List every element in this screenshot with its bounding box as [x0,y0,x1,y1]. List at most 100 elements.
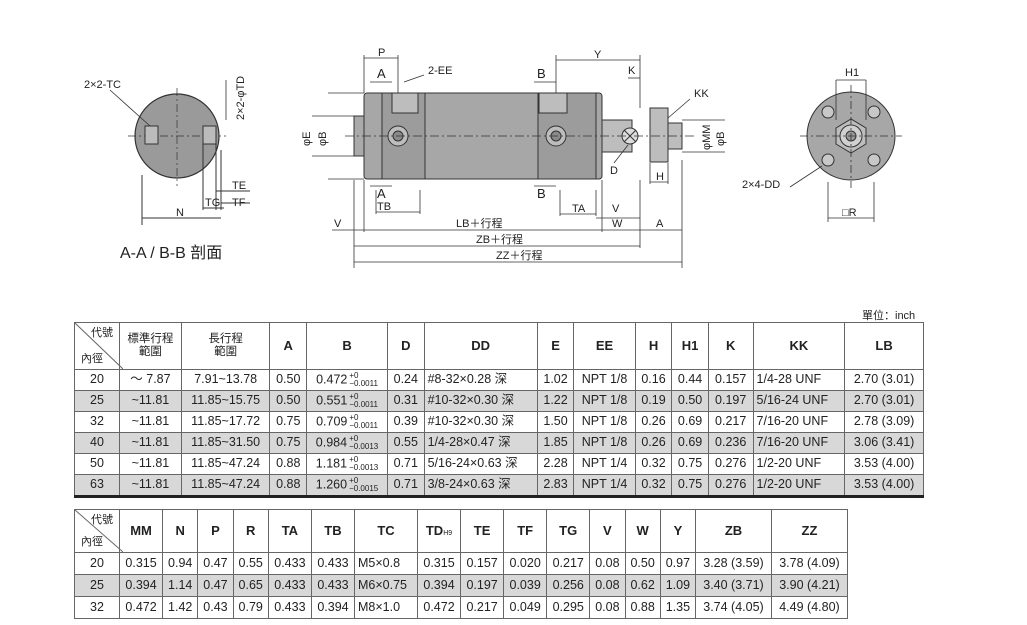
label-phi-b: φB [317,132,329,146]
cell-std: ~11.81 [119,432,182,454]
th-v: V [589,509,626,553]
table2-corner: 代號 內徑 [74,509,123,553]
cell-te: 0.157 [460,552,505,575]
label-ee: 2-EE [428,65,452,77]
cell-y: 1.35 [659,596,697,619]
b-tolerance: +0−0.0011 [349,392,378,409]
cell-h1: 0.69 [671,432,709,454]
cell-ee: NPT 1/4 [573,474,636,498]
label-a-top: A [377,66,386,81]
cell-bore: 20 [74,552,120,575]
cell-b: 0.709+0−0.0011 [306,411,389,433]
cell-b: 0.551+0−0.0011 [306,390,389,412]
th-w: W [624,509,661,553]
cell-n: 0.94 [162,552,199,575]
label-a-bot: A [377,186,386,201]
label-kk: KK [694,88,709,100]
cell-dd: 1/4-28×0.47 深 [423,432,538,454]
th-h1: H1 [671,322,709,370]
th-tg: TG [546,509,591,553]
th-n: N [162,509,199,553]
cell-h: 0.26 [634,432,673,454]
b-tolerance: +0−0.0011 [349,413,378,430]
b-value: 0.709 [316,414,348,429]
label-k: K [628,65,636,77]
cell-a: 0.75 [269,432,308,454]
cell-zz: 3.90 (4.21) [770,574,849,597]
cell-ee: NPT 1/4 [573,453,636,475]
b-tolerance: +0−0.0013 [349,434,379,451]
cell-mm: 0.472 [118,596,164,619]
cell-long: 11.85~47.24 [180,474,271,498]
cell-k: 0.276 [707,453,754,475]
cell-lb: 2.70 (3.01) [844,369,924,391]
cell-tg: 0.295 [546,596,591,619]
cell-std: ～ 7.87 [119,369,182,391]
label-y: Y [594,49,602,61]
cell-td: 0.472 [416,596,462,619]
cell-tb: 0.433 [310,574,355,597]
b-value: 0.472 [316,372,348,387]
cell-bore: 25 [74,574,120,597]
cell-long: 11.85~31.50 [180,432,271,454]
side-view [312,55,725,268]
cell-e: 1.50 [536,411,575,433]
cell-bore: 32 [74,411,120,433]
table1-corner: 代號 內徑 [74,322,123,370]
b-value: 1.260 [315,477,348,492]
cell-e: 2.28 [536,453,575,475]
cell-tf: 0.020 [503,552,548,575]
cell-dd: #10-32×0.30 深 [423,411,538,433]
cell-h1: 0.75 [671,453,709,475]
cell-k: 0.217 [707,411,754,433]
cell-n: 1.42 [162,596,199,619]
cell-b: 0.984+0−0.0013 [306,432,389,454]
cell-b: 1.181+0−0.0013 [306,453,389,475]
label-v-left: V [334,218,342,230]
cell-bore: 50 [74,453,120,475]
th-dd: DD [423,322,538,370]
cell-e: 1.22 [536,390,575,412]
cell-long: 11.85~17.72 [180,411,271,433]
th-lb: LB [844,322,924,370]
label-tf: TF [232,197,246,209]
cell-te: 0.217 [460,596,505,619]
label-phi-e: φE [301,132,313,146]
th-tf: TF [503,509,548,553]
th-td: TDH9 [416,509,462,553]
dimension-table-1: 代號 內徑 標準行程 範圍 長行程 範圍 A B D DD E EE H H1 … [74,322,924,498]
label-v-top: V [612,203,620,215]
cell-k: 0.236 [707,432,754,454]
cell-h1: 0.75 [671,474,709,498]
label-p: P [378,47,385,59]
label-dd: 2×4-DD [742,179,780,191]
cell-a: 0.50 [269,369,308,391]
label-h: H [656,171,664,183]
label-b-top: B [537,66,546,81]
th-ta: TA [267,509,312,553]
cell-d: 0.71 [387,474,425,498]
cell-h: 0.16 [634,369,673,391]
th-zz: ZZ [770,509,849,553]
cell-h1: 0.44 [671,369,709,391]
cell-v: 0.08 [589,574,626,597]
cell-std: ~11.81 [119,453,182,475]
b-tolerance: +0−0.0013 [349,455,379,472]
cell-zz: 3.78 (4.09) [770,552,849,575]
unit-label: 單位：inch [862,310,916,322]
cell-a: 0.75 [269,411,308,433]
cell-b: 1.260+0−0.0015 [306,474,389,498]
cell-p: 0.43 [197,596,234,619]
cell-w: 0.50 [624,552,661,575]
label-tg: TG [205,197,220,209]
cell-p: 0.47 [197,552,234,575]
cell-ta: 0.433 [267,596,312,619]
th-y: Y [659,509,697,553]
th-te: TE [460,509,505,553]
cell-ta: 0.433 [267,574,312,597]
cell-mm: 0.315 [118,552,164,575]
cell-tf: 0.039 [503,574,548,597]
